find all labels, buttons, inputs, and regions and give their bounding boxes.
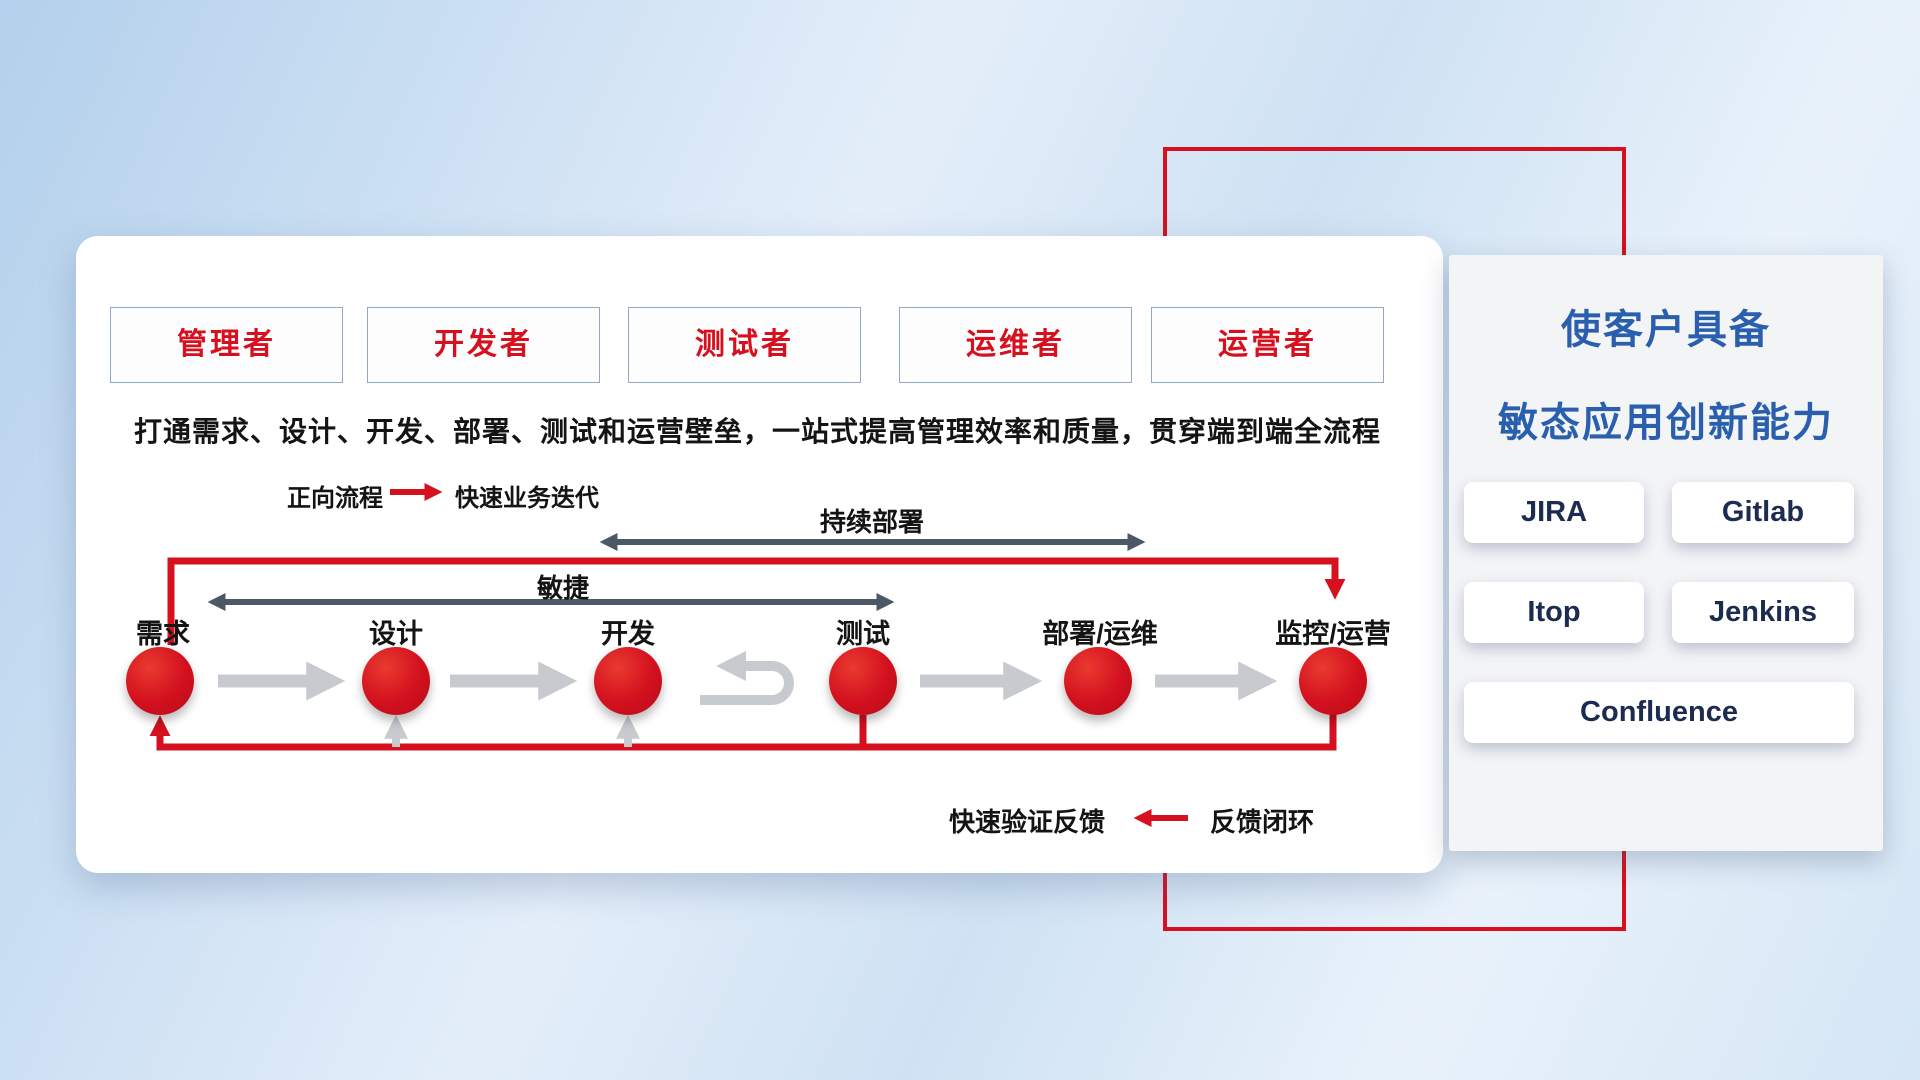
capability-title-line2: 敏态应用创新能力 [1498, 401, 1834, 445]
role-box-ops: 运维者 [899, 307, 1132, 383]
capability-panel: 使客户具备 敏态应用创新能力 JIRA Gitlab Itop Jenkins … [1449, 255, 1883, 851]
stage-label-develop: 开发 [601, 619, 655, 649]
feedback-legend-label: 快速验证反馈 [949, 807, 1106, 837]
stage-label-design: 设计 [369, 619, 423, 649]
forward-legend-desc: 快速业务迭代 [455, 485, 599, 512]
stage-node-test [829, 647, 897, 715]
tool-badge-jira: JIRA [1464, 482, 1644, 543]
iteration-loop-icon [700, 651, 794, 705]
stage-label-requirements: 需求 [136, 619, 190, 649]
role-box-operator: 运营者 [1151, 307, 1384, 383]
stage-label-monitor-ops: 监控/运营 [1275, 619, 1391, 649]
stage-node-design [362, 647, 430, 715]
role-box-tester: 测试者 [628, 307, 861, 383]
tool-badge-jenkins: Jenkins [1672, 582, 1854, 643]
devops-flow-panel: 管理者 开发者 测试者 运维者 运营者 打通需求、设计、开发、部署、测试和运营壁… [76, 236, 1443, 873]
forward-loop-line [167, 557, 1346, 645]
stage-label-test: 测试 [836, 619, 890, 649]
stage-label-deploy-ops: 部署/运维 [1042, 619, 1158, 649]
stage-node-develop [594, 647, 662, 715]
feedback-loop-line [149, 712, 1337, 751]
feedback-legend-desc: 反馈闭环 [1210, 807, 1315, 837]
capability-title-line1: 使客户具备 [1561, 308, 1771, 352]
tool-badge-confluence: Confluence [1464, 682, 1854, 743]
tool-badge-itop: Itop [1464, 582, 1644, 643]
stage-node-requirements [126, 647, 194, 715]
stage-node-deploy-ops [1064, 647, 1132, 715]
stage-node-monitor-ops [1299, 647, 1367, 715]
role-box-developer: 开发者 [367, 307, 600, 383]
tool-badge-gitlab: Gitlab [1672, 482, 1854, 543]
role-box-manager: 管理者 [110, 307, 343, 383]
forward-legend-label: 正向流程 [287, 485, 383, 512]
panel-subtitle: 打通需求、设计、开发、部署、测试和运营壁垒，一站式提高管理效率和质量，贯穿端到端… [134, 416, 1382, 447]
agile-label: 敏捷 [536, 573, 590, 603]
continuous-deploy-label: 持续部署 [819, 507, 925, 537]
